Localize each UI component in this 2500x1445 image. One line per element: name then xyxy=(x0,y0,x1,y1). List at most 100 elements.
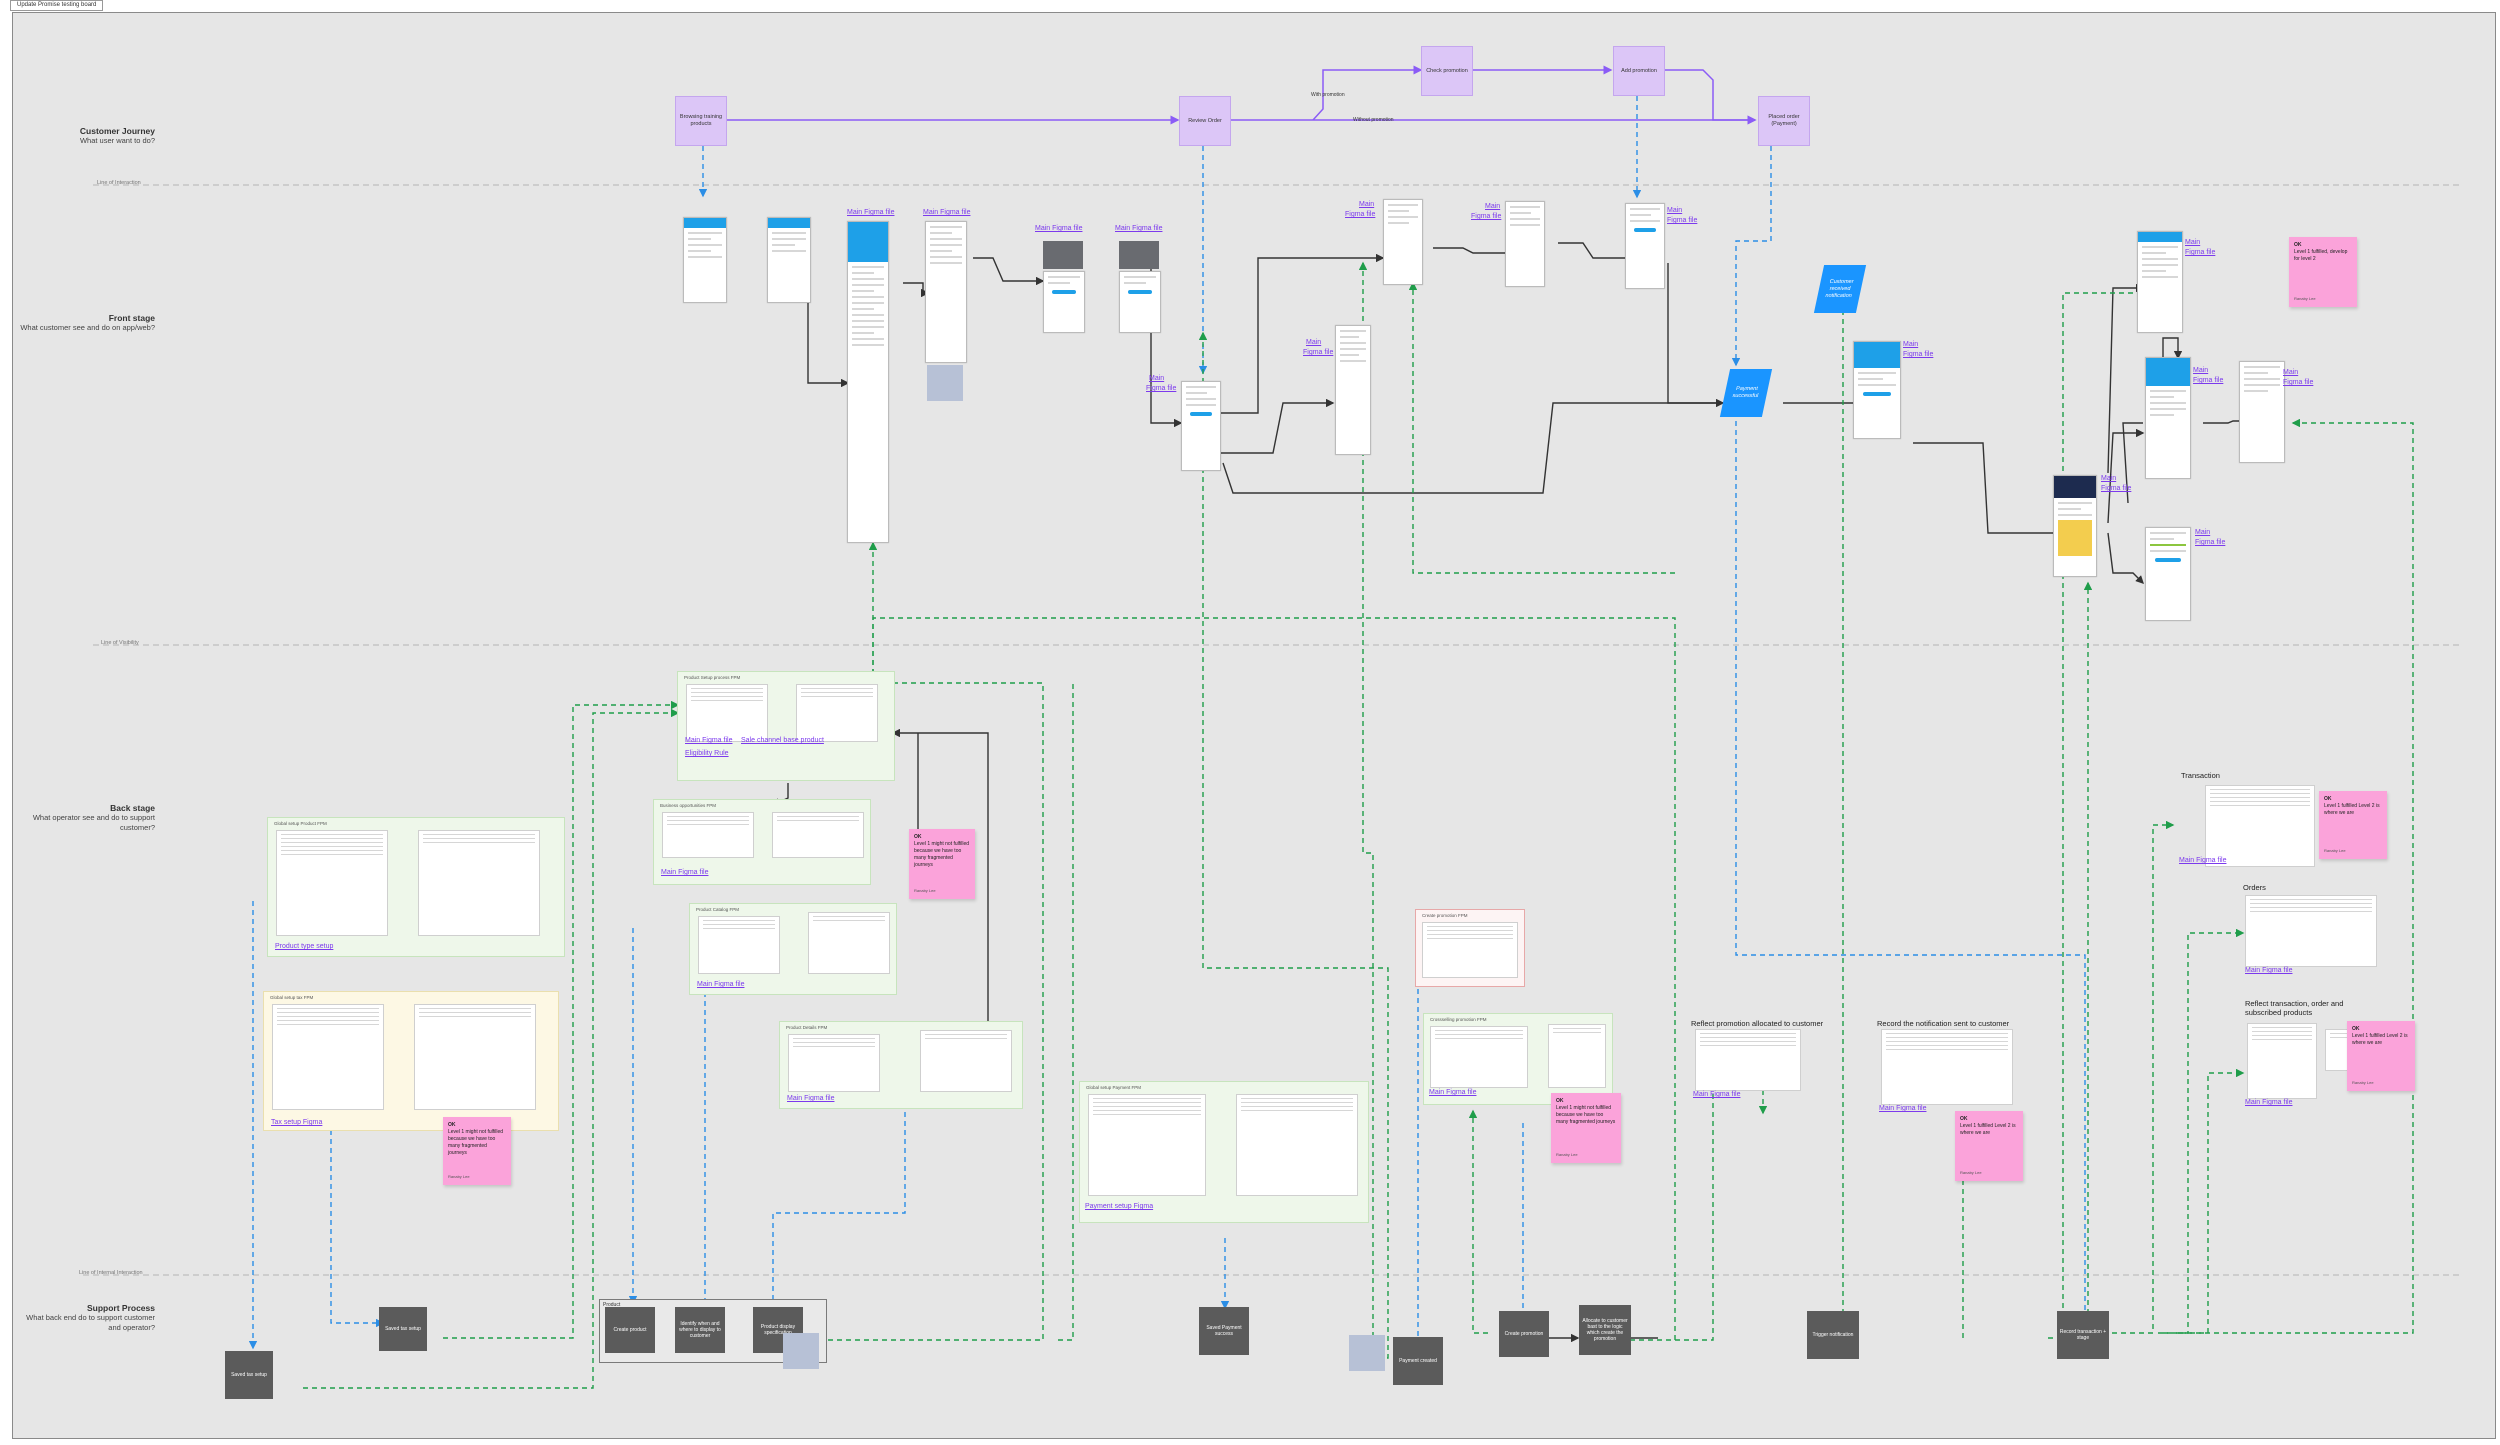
journey-browsing[interactable]: Browsing training products xyxy=(675,96,727,146)
lane-subtitle: What operator see and do to support cust… xyxy=(32,813,155,832)
link-main-figma-6b[interactable]: Figma file xyxy=(1303,349,1334,356)
lane-title: Front stage xyxy=(108,313,155,323)
link-main-figma-12b[interactable]: Figma file xyxy=(2185,249,2216,256)
journey-check-promotion[interactable]: Check promotion xyxy=(1421,46,1473,96)
frame-title-tab[interactable]: Update Promise testing board xyxy=(10,0,104,11)
link-main-figma-4[interactable]: Main Figma file xyxy=(1115,225,1163,232)
journey-review-order[interactable]: Review Order xyxy=(1179,96,1231,146)
screen-reflect-promotion xyxy=(1695,1029,1801,1091)
journey-add-promotion[interactable]: Add promotion xyxy=(1613,46,1665,96)
mini-screen xyxy=(1236,1094,1358,1196)
mini-screen xyxy=(808,912,890,974)
journey-placed-order[interactable]: Placed order (Payment) xyxy=(1758,96,1810,146)
support-create-product[interactable]: Create product xyxy=(605,1307,655,1353)
link-product-catalog[interactable]: Main Figma file xyxy=(697,981,745,988)
mini-screen xyxy=(686,684,768,742)
support-identify-display[interactable]: Identify when and where to display to cu… xyxy=(675,1307,725,1353)
divider-label-interaction: Line of Interaction xyxy=(97,180,141,186)
support-allocate-customer[interactable]: Allocate to customer bast to the logic w… xyxy=(1579,1305,1631,1355)
link-main-figma-5[interactable]: Main xyxy=(1149,375,1165,382)
screen-product-detail xyxy=(925,221,967,363)
mini-screen xyxy=(272,1004,384,1110)
section-title: Business opportunities FPM xyxy=(660,803,717,808)
note-author: Ranaby Lee xyxy=(914,888,936,893)
link-main-figma-15b[interactable]: Figma file xyxy=(2195,539,2226,546)
note-heading: OK xyxy=(1556,1098,1564,1104)
link-product-details[interactable]: Main Figma file xyxy=(787,1095,835,1102)
screen-reflect-transaction-1 xyxy=(2247,1023,2317,1099)
link-main-figma-7[interactable]: Main xyxy=(1359,201,1375,208)
mini-screen xyxy=(788,1034,880,1092)
mini-screen xyxy=(276,830,388,936)
link-main-figma-8[interactable]: Main xyxy=(1485,203,1501,210)
link-product-setup-main[interactable]: Main Figma file xyxy=(685,737,733,744)
link-product-type-setup[interactable]: Product type setup xyxy=(275,943,334,950)
support-saved-product-setup[interactable]: Saved tax setup xyxy=(379,1307,427,1351)
label-reflect-promotion: Reflect promotion allocated to customer xyxy=(1691,1019,1824,1028)
image-placeholder-1 xyxy=(1043,241,1083,269)
divider-label-visibility: Line of Visibility xyxy=(101,640,139,646)
link-main-figma-14b[interactable]: Figma file xyxy=(2283,379,2314,386)
link-main-figma-12[interactable]: Main xyxy=(2185,239,2201,246)
mini-screen xyxy=(1088,1094,1206,1196)
link-tax-setup[interactable]: Tax setup Figma xyxy=(271,1119,323,1126)
edge-label-with-promotion: With promotion xyxy=(1311,92,1345,98)
link-sale-channel[interactable]: Sale channel base product xyxy=(741,737,824,744)
section-create-promotion: Create promotion FPM xyxy=(1415,909,1525,987)
screen-review-order xyxy=(1181,381,1221,471)
support-payment-created[interactable]: Payment created xyxy=(1393,1337,1443,1385)
link-reflect-transaction[interactable]: Main Figma file xyxy=(2245,1099,2293,1106)
section-product-catalog: Product Catalog FPM xyxy=(689,903,897,995)
link-payment-setup[interactable]: Payment setup Figma xyxy=(1085,1203,1154,1210)
screen-subscription-detail xyxy=(2239,361,2285,463)
mini-screen xyxy=(1422,922,1518,978)
comment-thumbnail xyxy=(927,365,963,401)
link-main-figma-2[interactable]: Main Figma file xyxy=(923,209,971,216)
note-body: Level 1 fulfilled, develop for level 2 xyxy=(2294,249,2348,262)
support-trigger-notification[interactable]: Trigger notification xyxy=(1807,1311,1859,1359)
note-body: Level 1 fulfilled Level 2 is where we ar… xyxy=(1960,1123,2016,1136)
link-main-figma-11b[interactable]: Figma file xyxy=(2101,485,2132,492)
link-orders[interactable]: Main Figma file xyxy=(2245,967,2293,974)
link-main-figma-13[interactable]: Main xyxy=(2193,367,2209,374)
link-main-figma-1[interactable]: Main Figma file xyxy=(847,209,895,216)
link-main-figma-13b[interactable]: Figma file xyxy=(2193,377,2224,384)
mini-screen xyxy=(698,916,780,974)
screen-add-promotion xyxy=(1625,203,1665,289)
link-main-figma-9[interactable]: Main xyxy=(1667,207,1683,214)
link-eligibility-rule[interactable]: Eligibility Rule xyxy=(685,750,729,757)
link-main-figma-15[interactable]: Main xyxy=(2195,529,2211,536)
link-crosselling[interactable]: Main Figma file xyxy=(1429,1089,1477,1096)
note-heading: OK xyxy=(1960,1116,1968,1122)
support-saved-tax-setup[interactable]: Saved tax setup xyxy=(225,1351,273,1399)
support-saved-payment[interactable]: Saved Payment success xyxy=(1199,1307,1249,1355)
link-main-figma-6[interactable]: Main xyxy=(1306,339,1322,346)
support-create-promotion[interactable]: Create promotion xyxy=(1499,1311,1549,1357)
lane-subtitle: What back end do to support customer and… xyxy=(26,1313,155,1332)
screen-cart xyxy=(1043,271,1085,333)
label-record-notification: Record the notification sent to customer xyxy=(1877,1019,2010,1028)
screen-browse xyxy=(767,217,811,303)
link-reflect-promotion[interactable]: Main Figma file xyxy=(1693,1091,1741,1098)
link-business-opp[interactable]: Main Figma file xyxy=(661,869,709,876)
link-transaction[interactable]: Main Figma file xyxy=(2179,857,2227,864)
link-main-figma-10b[interactable]: Figma file xyxy=(1903,351,1934,358)
mini-screen xyxy=(418,830,540,936)
link-main-figma-11[interactable]: Main xyxy=(2101,475,2117,482)
link-main-figma-3[interactable]: Main Figma file xyxy=(1035,225,1083,232)
link-main-figma-9b[interactable]: Figma file xyxy=(1667,217,1698,224)
support-record-transaction[interactable]: Record transaction + stage xyxy=(2057,1311,2109,1359)
screen-checkout xyxy=(1119,271,1161,333)
link-main-figma-14[interactable]: Main xyxy=(2283,369,2299,376)
link-main-figma-10[interactable]: Main xyxy=(1903,341,1919,348)
screen-subscriptions xyxy=(2145,357,2191,479)
note-body: Level 1 might not fulfilled because we h… xyxy=(914,841,970,868)
link-record-notification[interactable]: Main Figma file xyxy=(1879,1105,1927,1112)
link-main-figma-8b[interactable]: Figma file xyxy=(1471,213,1502,220)
link-main-figma-7b[interactable]: Figma file xyxy=(1345,211,1376,218)
link-main-figma-5b[interactable]: Figma file xyxy=(1146,385,1177,392)
